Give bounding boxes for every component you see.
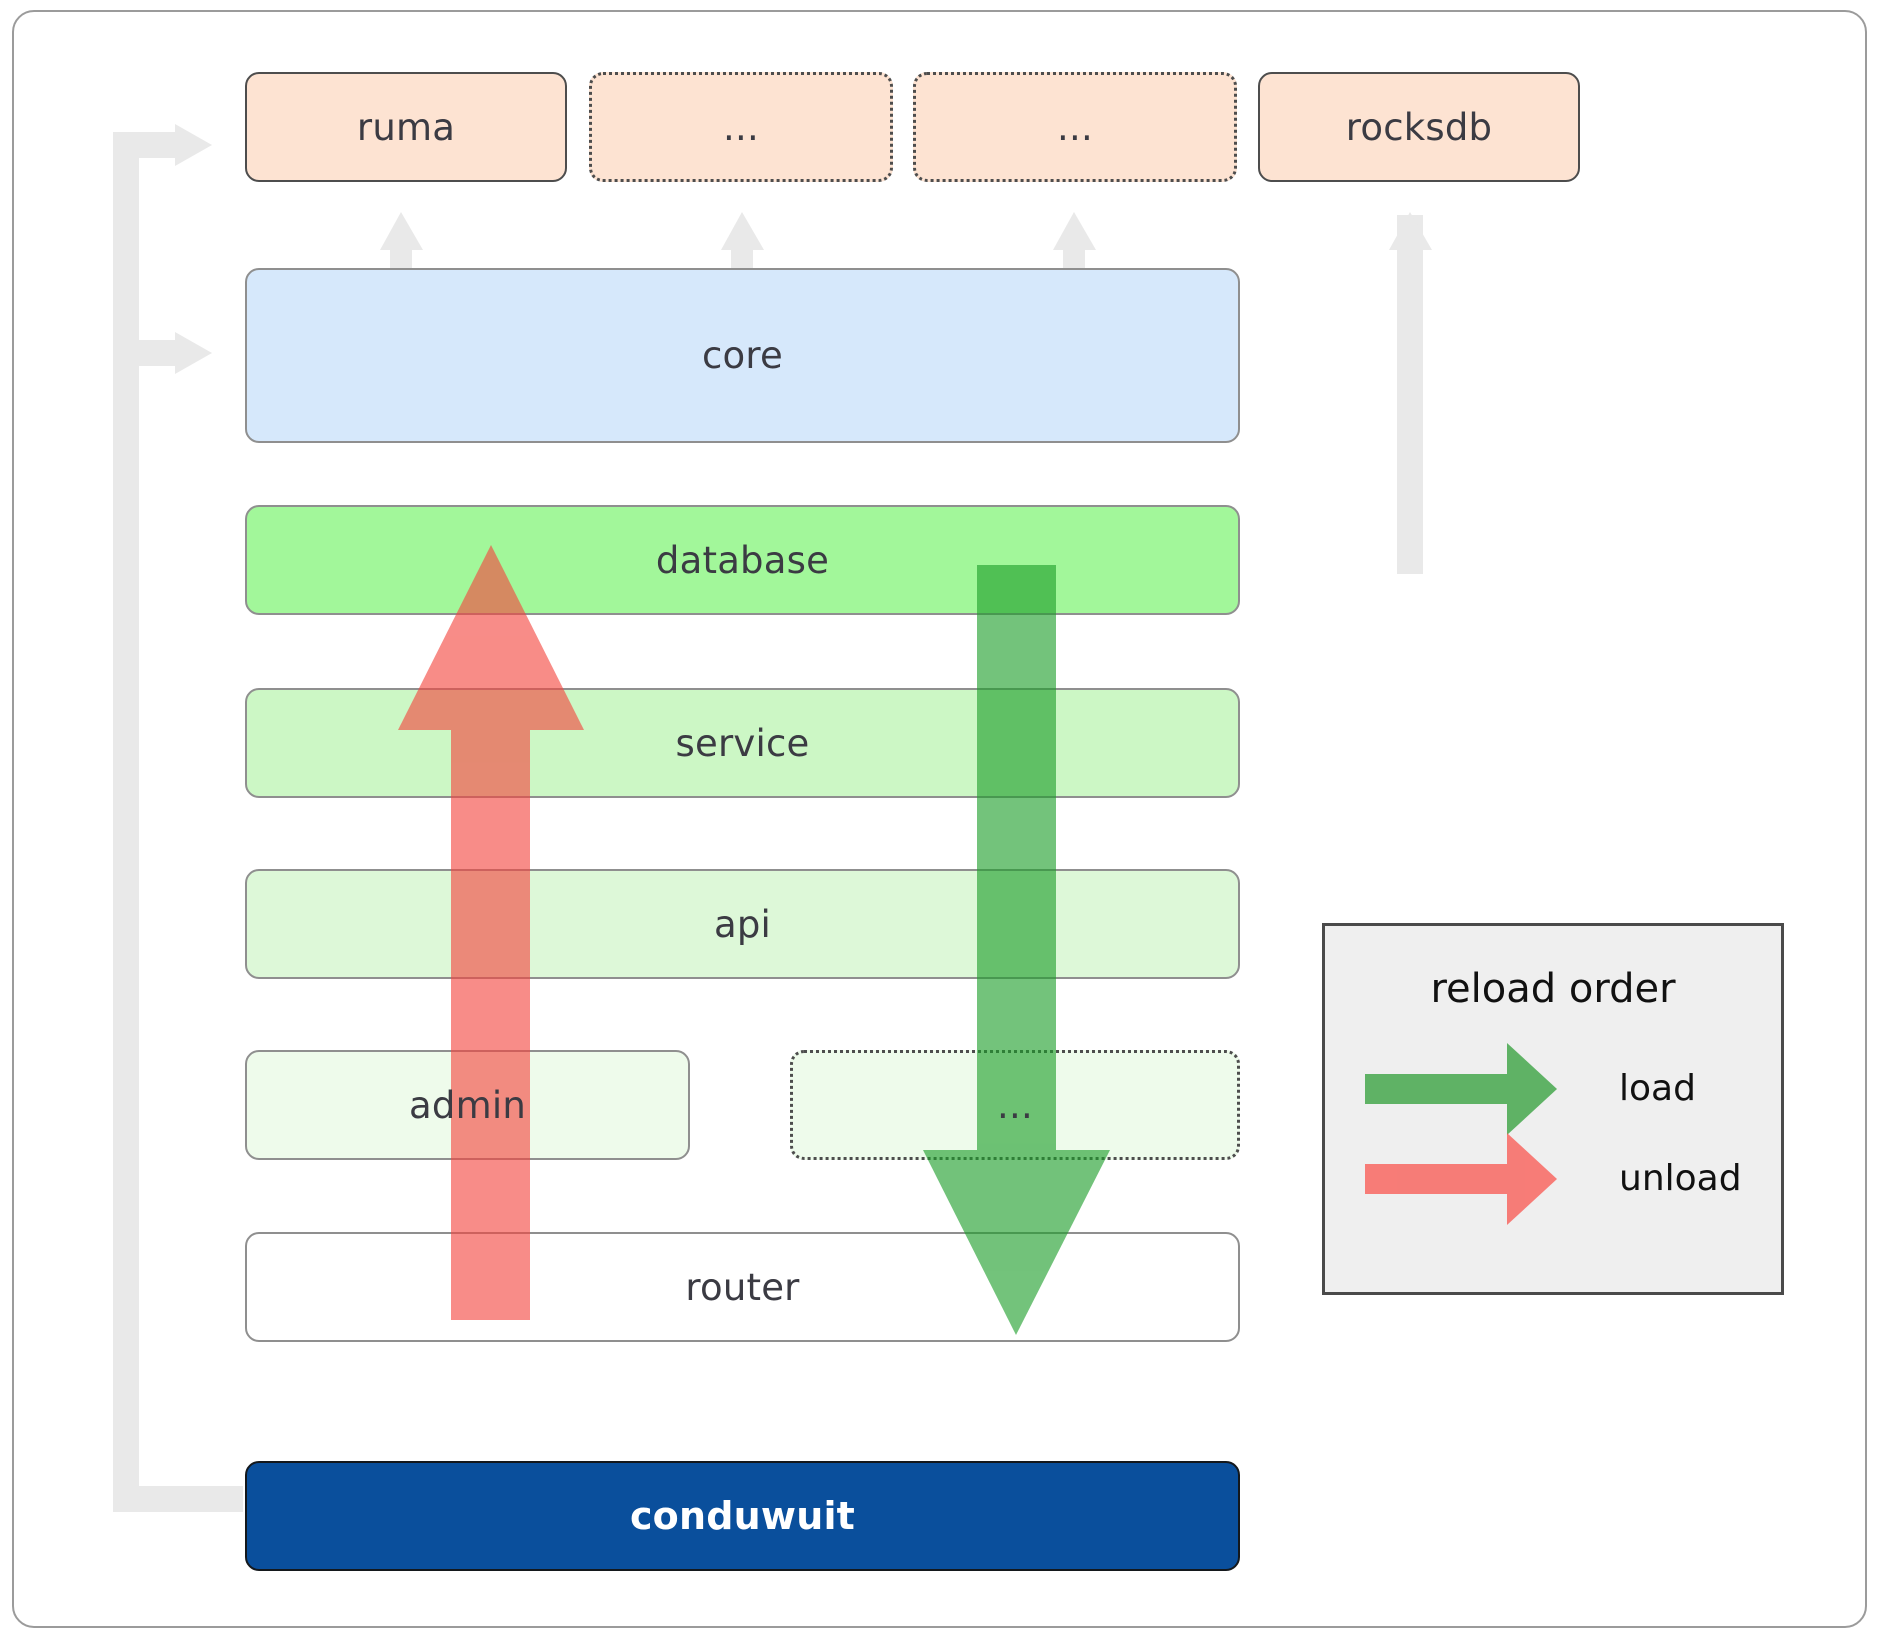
layer-node-admin[interactable]: admin <box>245 1050 690 1160</box>
layer-node-dots3[interactable]: ... <box>790 1050 1240 1160</box>
layer-label-service: service <box>675 721 810 765</box>
legend-arrow-load <box>1365 1043 1557 1135</box>
dependency-label-ruma: ruma <box>356 105 456 149</box>
layer-node-router[interactable]: router <box>245 1232 1240 1342</box>
legend-label-unload: unload <box>1619 1158 1742 1199</box>
connector-db-to-rocksdb-v <box>1397 215 1423 574</box>
connector-left-spine <box>113 132 139 1512</box>
connector-bottom-to-app <box>113 1486 243 1512</box>
dependency-node-rocksdb[interactable]: rocksdb <box>1258 72 1580 182</box>
legend-arrow-unload <box>1365 1133 1557 1225</box>
dependency-node-ruma[interactable]: ruma <box>245 72 567 182</box>
layer-label-admin: admin <box>409 1083 526 1127</box>
dependency-label-dots1: ... <box>723 105 759 149</box>
layer-node-core[interactable]: core <box>245 268 1240 443</box>
dependency-label-dots2: ... <box>1057 105 1093 149</box>
layer-label-dots3: ... <box>997 1083 1033 1127</box>
dependency-label-rocksdb: rocksdb <box>1345 105 1493 149</box>
dependency-node-dots1[interactable]: ... <box>589 72 893 182</box>
connector-branch-core <box>113 340 175 366</box>
layer-label-router: router <box>685 1265 800 1309</box>
layer-node-service[interactable]: service <box>245 688 1240 798</box>
layer-label-database: database <box>655 538 830 582</box>
legend-arrows <box>1365 1043 1557 1225</box>
connector-branch-ruma <box>113 132 175 158</box>
diagram-frame <box>12 10 1867 1628</box>
layer-label-api: api <box>713 902 772 946</box>
dependency-node-dots2[interactable]: ... <box>913 72 1237 182</box>
legend-label-load: load <box>1619 1068 1696 1109</box>
layer-node-database[interactable]: database <box>245 505 1240 615</box>
legend-title: reload order <box>1430 966 1676 1012</box>
layer-node-api[interactable]: api <box>245 869 1240 979</box>
application-node-conduwuit[interactable]: conduwuit <box>245 1461 1240 1571</box>
legend-panel: reload order load unload <box>1322 923 1784 1295</box>
application-label: conduwuit <box>629 1494 856 1538</box>
layer-label-core: core <box>702 334 783 377</box>
